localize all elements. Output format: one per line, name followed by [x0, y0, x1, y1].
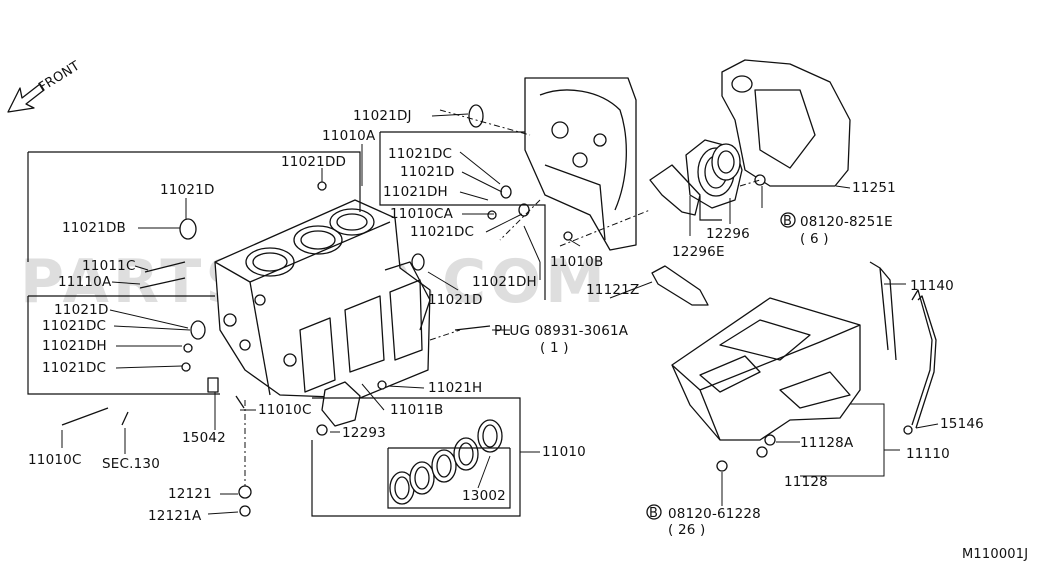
retainer-gasket-drawing: [649, 164, 701, 216]
label-11010A[interactable]: 11010A: [322, 128, 376, 144]
label-11010CA[interactable]: 11010CA: [390, 206, 454, 222]
dipstick-guide-drawing: [911, 289, 937, 429]
part-labels: 11021DJ 11010A 11021DD 11021DC 11021D 11…: [28, 108, 1028, 562]
cylinder-block-rear-drawing: [524, 77, 637, 251]
label-11251[interactable]: 11251: [852, 180, 896, 196]
bolt-mark-upper: B: [783, 214, 792, 229]
label-11021DB[interactable]: 11021DB: [62, 220, 126, 236]
label-13002[interactable]: 13002: [462, 488, 506, 504]
label-11121Z[interactable]: 11121Z: [586, 282, 639, 298]
label-11021DH-lower[interactable]: 11021DH: [42, 338, 107, 354]
label-08120-8251E-qty: ( 6 ): [800, 231, 829, 247]
label-plug[interactable]: PLUG 08931-3061A: [494, 323, 629, 339]
rear-plate-drawing: [721, 59, 851, 187]
label-12121A[interactable]: 12121A: [148, 508, 202, 524]
label-08120-61228-qty: ( 26 ): [668, 522, 706, 538]
label-11140[interactable]: 11140: [910, 278, 954, 294]
cylinder-liners-drawing: [389, 419, 503, 505]
label-11110[interactable]: 11110: [906, 446, 950, 462]
label-11021DC-bottom[interactable]: 11021DC: [42, 360, 106, 376]
leader-lines: [61, 109, 939, 515]
label-11010C-mid[interactable]: 11010C: [258, 402, 312, 418]
oil-pan-drawing: [671, 297, 861, 441]
label-12121[interactable]: 12121: [168, 486, 212, 502]
label-15146[interactable]: 15146: [940, 416, 984, 432]
label-11128[interactable]: 11128: [784, 474, 828, 490]
diagram-code: M110001J: [962, 547, 1028, 562]
oil-dipstick-drawing: [869, 261, 897, 361]
label-11021DD[interactable]: 11021DD: [281, 154, 346, 170]
label-11021DC-lower[interactable]: 11021DC: [42, 318, 106, 334]
label-11021H[interactable]: 11021H: [428, 380, 482, 396]
rear-oil-seal-retainer-drawing: [685, 139, 743, 209]
label-11021D-left[interactable]: 11021D: [160, 182, 215, 198]
label-12293[interactable]: 12293: [342, 425, 386, 441]
label-11021DH-upper[interactable]: 11021DH: [383, 184, 448, 200]
label-08120-8251E[interactable]: 08120-8251E: [800, 214, 893, 230]
label-11021DJ[interactable]: 11021DJ: [353, 108, 412, 124]
label-11010C-left[interactable]: 11010C: [28, 452, 82, 468]
front-label: FRONT: [36, 59, 82, 96]
group-frames: [27, 131, 722, 517]
label-08120-61228[interactable]: 08120-61228: [668, 506, 761, 522]
label-11021D-lower[interactable]: 11021D: [54, 302, 109, 318]
label-11010[interactable]: 11010: [542, 444, 586, 460]
label-11110A[interactable]: 11110A: [58, 274, 112, 290]
label-12296[interactable]: 12296: [706, 226, 750, 242]
label-15042[interactable]: 15042: [182, 430, 226, 446]
label-11011B[interactable]: 11011B: [390, 402, 443, 418]
label-11021DH-mid[interactable]: 11021DH: [472, 274, 537, 290]
bolt-mark-lower: B: [649, 506, 658, 521]
label-11021DC-mid[interactable]: 11021DC: [410, 224, 474, 240]
bolt-mark-circle-lower: [646, 504, 662, 520]
label-11021D-mid[interactable]: 11021D: [428, 292, 483, 308]
cylinder-block-drawing: [214, 199, 431, 399]
label-plug-qty: ( 1 ): [540, 340, 569, 356]
label-11011C[interactable]: 11011C: [82, 258, 136, 274]
oil-pressure-switch-drawing: [651, 265, 709, 306]
label-11021DC-upper[interactable]: 11021DC: [388, 146, 452, 162]
front-arrow-icon: [7, 83, 45, 113]
label-sec130[interactable]: SEC.130: [102, 456, 160, 472]
label-11128A[interactable]: 11128A: [800, 435, 854, 451]
label-12296E[interactable]: 12296E: [672, 244, 725, 260]
label-11010B[interactable]: 11010B: [550, 254, 603, 270]
label-11021D-upper[interactable]: 11021D: [400, 164, 455, 180]
small-parts-drawing: [61, 104, 913, 517]
bolt-mark-circle-upper: [780, 212, 796, 228]
bearing-cap-drawing: [321, 381, 361, 427]
